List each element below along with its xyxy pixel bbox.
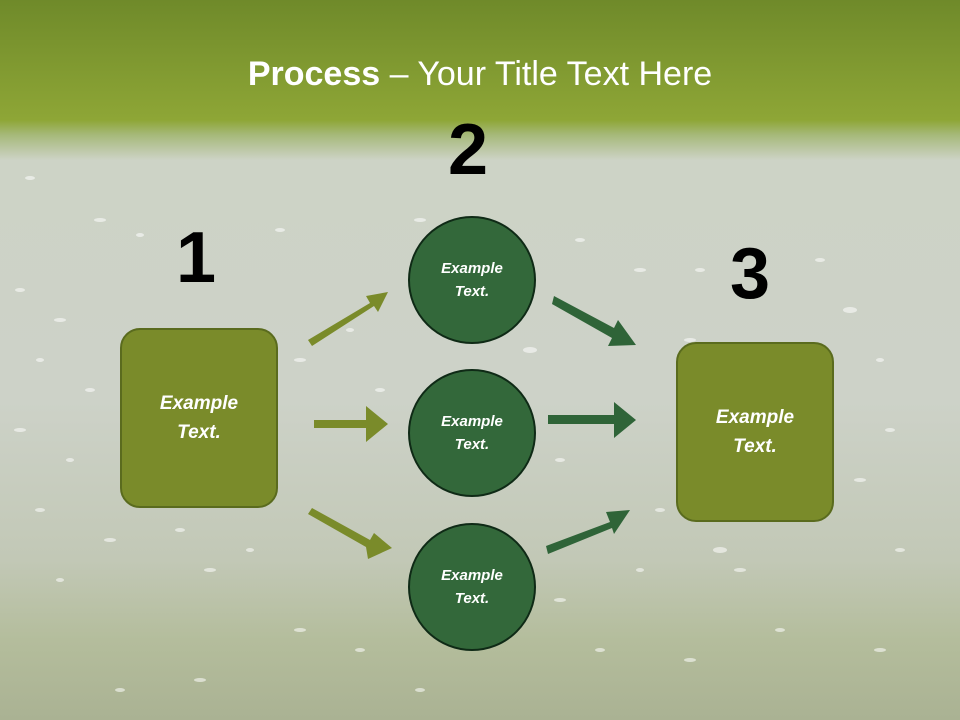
circle-middle-line2: Text. [454,436,490,453]
circle-bottom-line1: Example [441,567,503,584]
step-number-2: 2 [448,110,489,190]
slide-title: Process – Your Title Text Here [0,52,960,96]
right-box-line2: Text. [733,436,777,457]
circle-bottom-line2: Text. [454,590,490,607]
title-rest: – Your Title Text Here [380,55,713,93]
step-number-3: 3 [730,234,771,314]
background-speckles [14,176,905,692]
circle-middle-line1: Example [441,413,503,430]
circle-top-line1: Example [441,260,503,277]
left-box-line1: Example [159,393,239,414]
circle-top-line2: Text. [454,283,490,300]
left-box-line2: Text. [177,422,221,443]
step-number-1: 1 [176,218,217,298]
right-box-line1: Example [715,407,795,428]
title-bold: Process [247,55,381,93]
